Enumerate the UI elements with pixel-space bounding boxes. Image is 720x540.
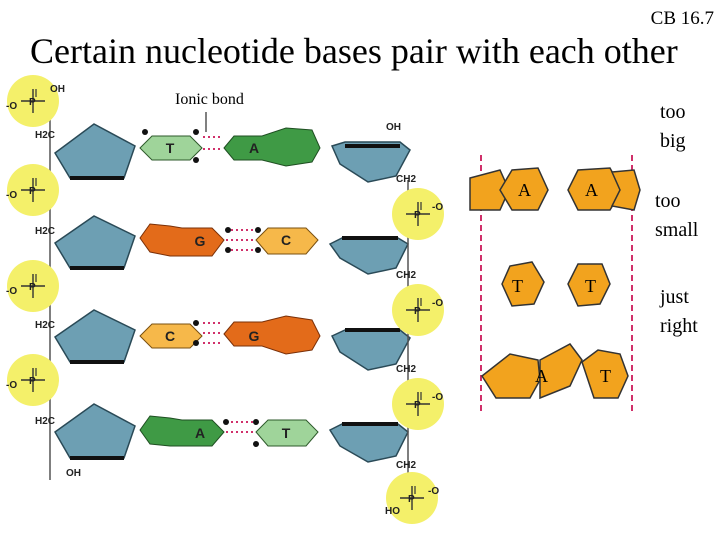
svg-text:-O: -O — [6, 190, 17, 201]
svg-text:P: P — [29, 282, 36, 293]
svg-text:P: P — [29, 186, 36, 197]
pair-letter: T — [512, 276, 523, 296]
right-sugars — [328, 141, 411, 463]
phosphate-group — [6, 74, 60, 407]
svg-text:OH: OH — [66, 468, 81, 479]
svg-text:CH2: CH2 — [396, 460, 416, 471]
svg-text:-O: -O — [432, 298, 443, 309]
svg-text:-O: -O — [6, 101, 17, 112]
left-base-g — [139, 223, 225, 257]
svg-text:P: P — [414, 400, 421, 411]
svg-text:H2C: H2C — [35, 226, 55, 237]
pair-letter: T — [585, 276, 596, 296]
right-base-t — [255, 419, 319, 447]
right-base-letter: C — [281, 232, 291, 248]
pair-letter: T — [600, 366, 611, 386]
pair-just-right: A T — [481, 343, 629, 400]
svg-text:HO: HO — [385, 506, 400, 517]
pair-letter: A — [518, 180, 531, 200]
phosphate-text: P P P P -O -O -O -O OH H2C H2C H2C H2C O… — [6, 84, 81, 479]
svg-text:OH: OH — [50, 84, 65, 95]
svg-text:H2C: H2C — [35, 320, 55, 331]
svg-text:P: P — [414, 210, 421, 221]
right-base-a — [223, 127, 321, 167]
svg-text:P: P — [408, 494, 415, 505]
left-base-t — [139, 135, 203, 161]
svg-text:-O: -O — [428, 486, 439, 497]
bond-dots — [142, 129, 261, 447]
svg-text:OH: OH — [386, 122, 401, 133]
left-base-letter: G — [195, 233, 206, 249]
pair-too-big: A A — [469, 167, 641, 211]
hydrogen-bonds — [203, 136, 256, 433]
right-base-letter: G — [249, 328, 260, 344]
right-base-g — [223, 315, 321, 355]
svg-text:H2C: H2C — [35, 416, 55, 427]
right-base-c — [255, 227, 319, 255]
just-right-label: just right — [660, 286, 698, 337]
right-base-letter: A — [249, 140, 259, 156]
pair-letter: A — [585, 180, 598, 200]
left-base-letter: C — [165, 328, 175, 344]
left-base-letter: T — [166, 140, 175, 156]
svg-text:CH2: CH2 — [396, 364, 416, 375]
pair-letter: A — [535, 366, 548, 386]
svg-text:H2C: H2C — [35, 130, 55, 141]
right-phosphate-text: P P P P -O -O -O -O OH CH2 CH2 CH2 CH2 H… — [385, 122, 443, 517]
left-sugars — [53, 123, 136, 459]
pair-too-small: T T — [501, 261, 611, 307]
left-base-c — [139, 323, 203, 349]
left-sugar-edges — [70, 176, 124, 460]
svg-text:CH2: CH2 — [396, 174, 416, 185]
svg-text:-O: -O — [6, 286, 17, 297]
right-base-letter: T — [282, 425, 291, 441]
svg-text:P: P — [29, 376, 36, 387]
right-sugar-edges — [342, 144, 400, 426]
left-base-letter: A — [195, 425, 205, 441]
too-big-label: too big — [660, 101, 686, 152]
svg-text:P: P — [29, 97, 36, 108]
ionic-bond-label: Ionic bond — [175, 91, 244, 108]
too-small-label: too small — [655, 190, 699, 241]
svg-text:-O: -O — [6, 380, 17, 391]
svg-text:-O: -O — [432, 392, 443, 403]
svg-text:-O: -O — [432, 202, 443, 213]
slide-title: Certain nucleotide bases pair with each … — [30, 31, 678, 71]
svg-text:P: P — [414, 306, 421, 317]
slide-number: CB 16.7 — [650, 8, 714, 29]
left-base-a — [139, 415, 225, 447]
svg-text:CH2: CH2 — [396, 270, 416, 281]
